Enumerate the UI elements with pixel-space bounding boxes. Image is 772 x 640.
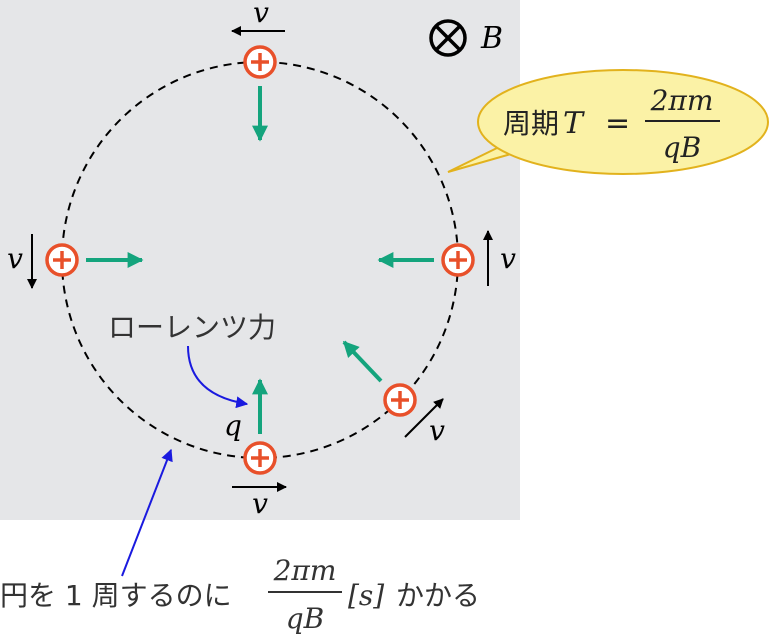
velocity-label-lower-right: v — [429, 414, 445, 447]
caption-unit: [s] — [348, 579, 384, 612]
bottom-caption: 円を 1 周するのに 2πm qB [s] かかる — [0, 554, 480, 635]
caption-after: かかる — [396, 579, 480, 612]
period-numerator: 2πm — [650, 84, 714, 117]
velocity-arrow-lower-right — [404, 398, 444, 438]
period-equals: = — [605, 106, 630, 141]
force-arrow-lower-right — [342, 340, 383, 383]
caption-numerator: 2πm — [273, 554, 337, 587]
caption-denominator: qB — [286, 602, 325, 635]
velocity-label-bottom: v — [252, 487, 268, 520]
field-label: B — [480, 21, 503, 56]
period-symbol: T — [563, 106, 585, 141]
period-denominator: qB — [663, 131, 702, 164]
velocity-label-left: v — [7, 242, 23, 275]
period-callout: 周期 T = 2πm qB — [447, 69, 769, 175]
caption-before: 円を 1 周するのに — [0, 579, 232, 612]
charge-left: v — [7, 234, 144, 289]
velocity-label-right: v — [500, 242, 516, 275]
charge-top: v — [231, 0, 285, 142]
charge-label: q — [224, 409, 242, 442]
lorentz-force-label: ローレンツ力 — [108, 311, 276, 344]
charge-lower-right: v — [342, 340, 445, 447]
charge-bottom: v q — [224, 378, 287, 520]
lorentz-pointer-arrow — [187, 345, 249, 409]
velocity-label-top: v — [253, 0, 269, 29]
charge-right: v — [377, 230, 516, 286]
field-into-page-icon — [429, 19, 467, 57]
period-prefix: 周期 — [503, 107, 559, 140]
caption-pointer-arrow — [121, 448, 173, 577]
